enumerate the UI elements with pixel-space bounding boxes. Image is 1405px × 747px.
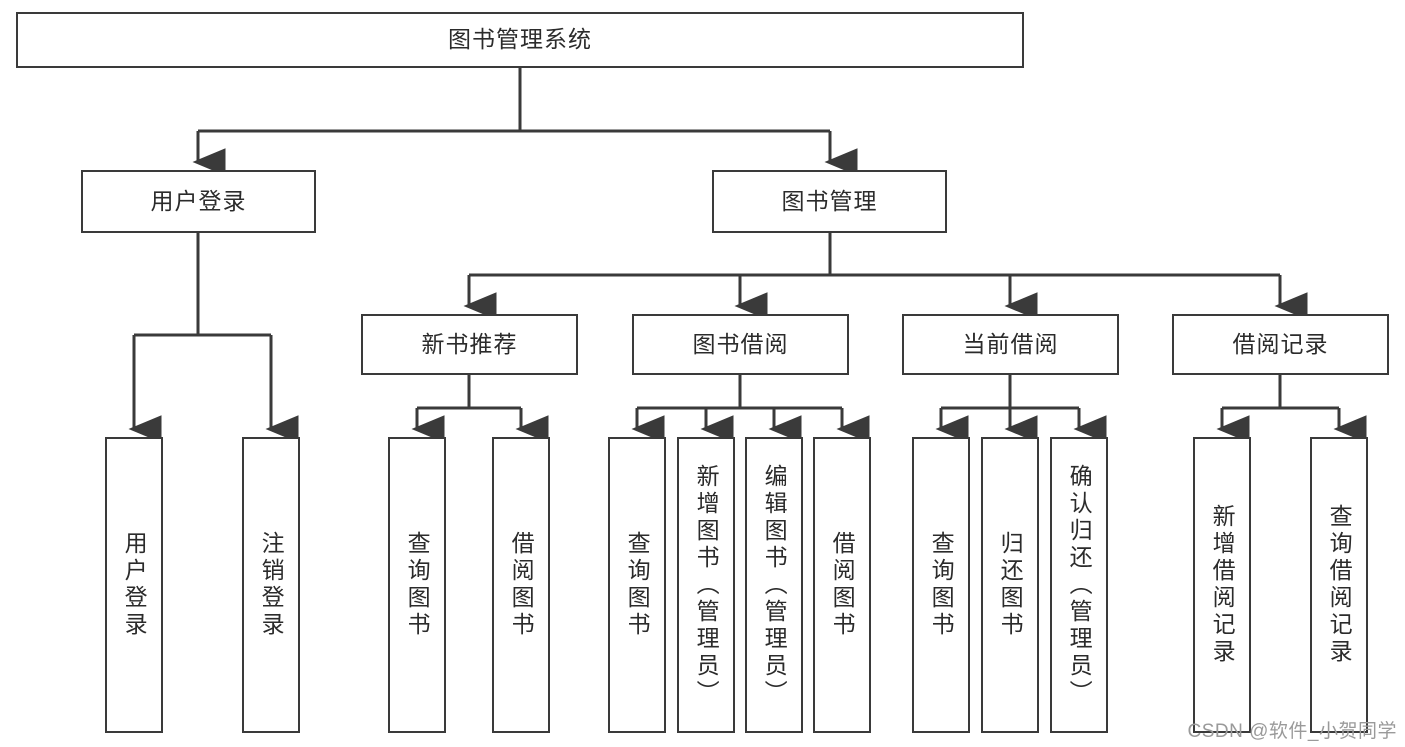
node-root[interactable]: 图书管理系统 <box>16 12 1024 68</box>
node-leaf-add-record-label: 新增借阅记录 <box>1209 504 1236 666</box>
node-leaf-logout-label: 注销登录 <box>258 531 285 639</box>
node-leaf-logout[interactable]: 注销登录 <box>242 437 300 733</box>
node-leaf-return-book[interactable]: 归还图书 <box>981 437 1039 733</box>
node-leaf-add-book[interactable]: 新增图书（管理员） <box>677 437 735 733</box>
node-leaf-user-login-label: 用户登录 <box>121 531 148 639</box>
node-leaf-borrow-book-1[interactable]: 借阅图书 <box>492 437 550 733</box>
node-leaf-query-book-1-label: 查询图书 <box>404 531 431 639</box>
node-leaf-query-book-3-label: 查询图书 <box>928 531 955 639</box>
node-new-book-recommend[interactable]: 新书推荐 <box>361 314 578 375</box>
node-current-borrow-label: 当前借阅 <box>962 330 1059 357</box>
node-leaf-borrow-book-1-label: 借阅图书 <box>508 531 535 639</box>
node-current-borrow[interactable]: 当前借阅 <box>902 314 1119 375</box>
node-leaf-borrow-book-2-label: 借阅图书 <box>829 531 856 639</box>
node-book-borrow-label: 图书借阅 <box>692 330 789 357</box>
node-user-login[interactable]: 用户登录 <box>81 170 316 233</box>
node-leaf-query-book-2-label: 查询图书 <box>624 531 651 639</box>
node-user-login-label: 用户登录 <box>150 187 247 214</box>
node-leaf-add-book-label: 新增图书（管理员） <box>693 463 720 707</box>
node-borrow-record-label: 借阅记录 <box>1232 330 1329 357</box>
node-book-management[interactable]: 图书管理 <box>712 170 947 233</box>
node-new-book-recommend-label: 新书推荐 <box>421 330 518 357</box>
node-leaf-query-record[interactable]: 查询借阅记录 <box>1310 437 1368 733</box>
node-leaf-edit-book[interactable]: 编辑图书（管理员） <box>745 437 803 733</box>
node-leaf-query-book-3[interactable]: 查询图书 <box>912 437 970 733</box>
node-book-management-label: 图书管理 <box>781 187 878 214</box>
node-leaf-query-record-label: 查询借阅记录 <box>1326 504 1353 666</box>
node-borrow-record[interactable]: 借阅记录 <box>1172 314 1389 375</box>
node-leaf-query-book-2[interactable]: 查询图书 <box>608 437 666 733</box>
node-leaf-borrow-book-2[interactable]: 借阅图书 <box>813 437 871 733</box>
node-leaf-user-login[interactable]: 用户登录 <box>105 437 163 733</box>
node-leaf-confirm-return-label: 确认归还（管理员） <box>1066 463 1093 707</box>
csdn-watermark: CSDN @软件_小贺同学 <box>1187 721 1397 742</box>
node-leaf-add-record[interactable]: 新增借阅记录 <box>1193 437 1251 733</box>
node-root-label: 图书管理系统 <box>448 26 592 53</box>
node-leaf-confirm-return[interactable]: 确认归还（管理员） <box>1050 437 1108 733</box>
node-leaf-edit-book-label: 编辑图书（管理员） <box>761 463 788 707</box>
node-leaf-query-book-1[interactable]: 查询图书 <box>388 437 446 733</box>
node-book-borrow[interactable]: 图书借阅 <box>632 314 849 375</box>
node-leaf-return-book-label: 归还图书 <box>997 531 1024 639</box>
